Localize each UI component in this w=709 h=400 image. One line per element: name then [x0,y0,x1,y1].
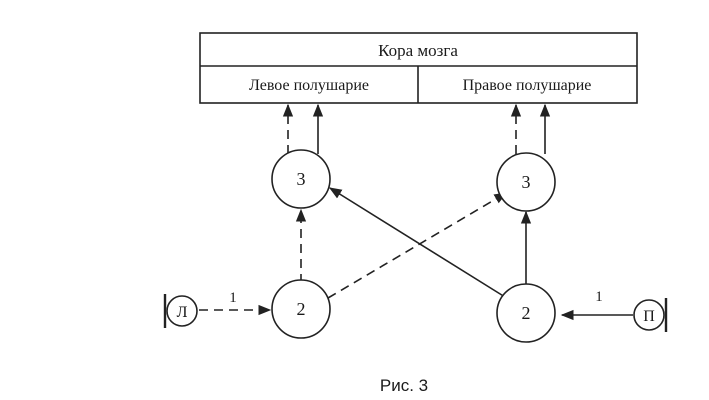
left-level2-label: 2 [297,299,306,319]
right-input-edge-label: 1 [595,289,603,305]
cortex-title: Кора мозга [378,41,458,60]
right-receptor-node [633,299,665,331]
right-receptor-label: П [643,308,655,325]
left-level3-label: 3 [297,169,306,189]
left-hemisphere-label: Левое полушарие [249,77,369,94]
edge-left2-to-right3 [327,192,508,299]
cortex-box: Кора мозга Левое полушарие Правое полуша… [199,32,638,104]
right-level2-node [496,283,556,343]
left-receptor-label: Л [177,304,188,321]
left-receptor-node [166,295,198,327]
edge-right2-to-left3 [328,187,506,298]
right-level3-node [496,152,556,212]
figure-caption: Рис. 3 [380,376,428,395]
right-level3-label: 3 [522,172,531,192]
edges: 1 1 [199,103,633,321]
right-level2-label: 2 [522,303,531,323]
nodes: 3 3 2 2 Л П [163,149,668,343]
left-level2-node [271,279,331,339]
left-input-edge-label: 1 [229,290,237,306]
left-level3-node [271,149,331,209]
right-hemisphere-label: Правое полушарие [463,77,592,94]
